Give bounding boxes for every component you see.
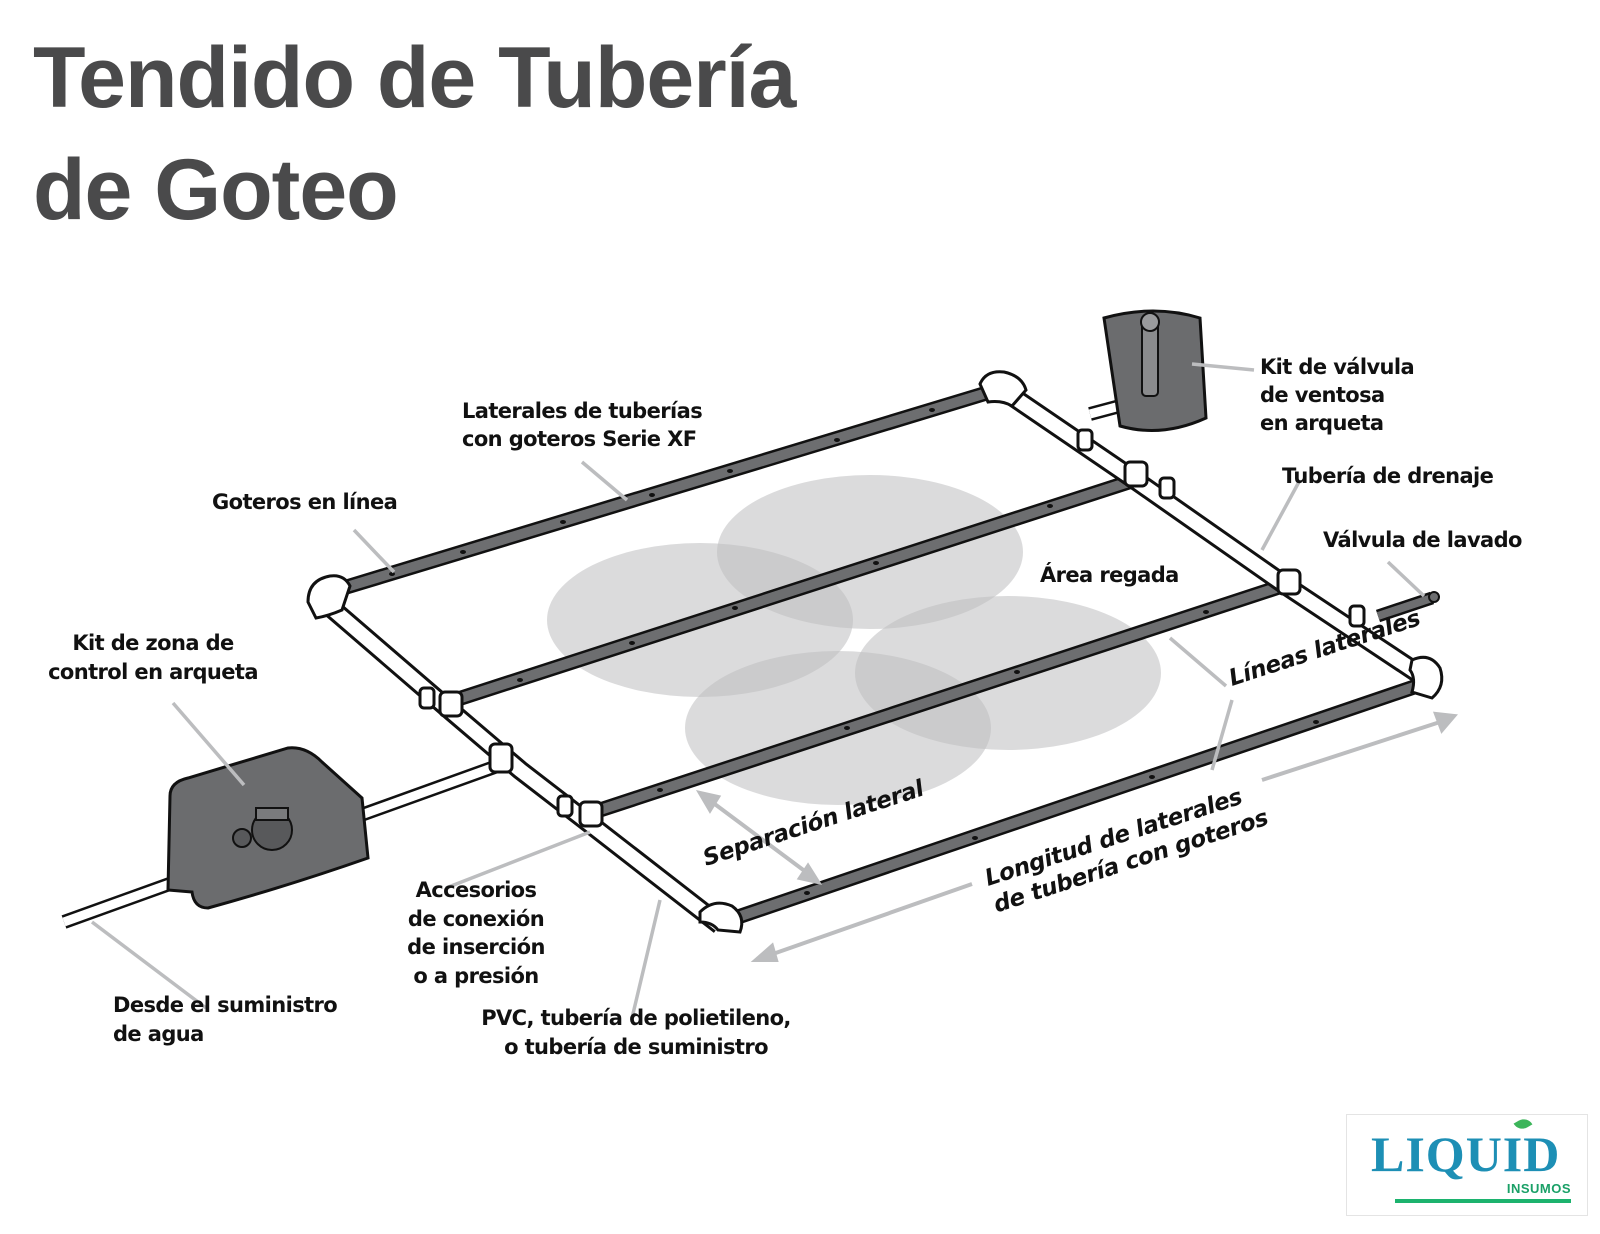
length-arrow-right [1261,720,1441,782]
control-zone-box [166,746,370,910]
coupling [556,794,574,818]
length-arrow-left [769,882,973,957]
brand-logo: LIQUID INSUMOS [1346,1114,1588,1216]
callout-area-regada: Área regada [1040,562,1179,587]
svg-text:Accesorios: Accesorios [416,878,537,902]
svg-text:de ventosa: de ventosa [1260,383,1385,407]
tee-fitting [578,800,604,828]
tee-fitting [488,742,514,774]
title-line-2: de Goteo [33,142,399,238]
coupling [418,686,436,710]
svg-text:de agua: de agua [113,1022,204,1046]
logo-subtitle: INSUMOS [1506,1181,1571,1196]
svg-text:o a presión: o a presión [413,964,538,988]
lateral-line-3 [597,577,1288,818]
elbow-fitting [1408,655,1444,700]
svg-text:Kit de válvula: Kit de válvula [1260,355,1414,379]
tee-fitting [438,690,464,718]
svg-text:Desde el suministro: Desde el suministro [113,993,337,1017]
leader-lines [90,362,1426,1019]
drain-header-pipe [994,379,1431,687]
callout-laterales-xf: Laterales de tuberías con goteros Serie … [462,399,703,451]
svg-text:de conexión: de conexión [408,907,544,931]
elbow-fitting [978,370,1028,408]
callout-kit-valvula-ventosa: Kit de válvula de ventosa en arqueta [1260,355,1415,435]
svg-text:Kit de zona de: Kit de zona de [72,631,234,655]
svg-text:de inserción: de inserción [407,935,545,959]
elbow-fitting [306,574,352,620]
svg-text:control en arqueta: control en arqueta [48,660,258,684]
callout-valvula-lavado: Válvula de lavado [1323,528,1522,552]
callout-pvc-tuberia: PVC, tubería de polietileno, o tubería d… [481,1006,791,1059]
air-relief-valve-box [1088,309,1208,432]
svg-text:con goteros Serie XF: con goteros Serie XF [462,427,696,451]
lateral-line-2 [452,472,1138,708]
logo-wordmark: LIQUID [1371,1126,1561,1182]
coupling [1158,476,1176,500]
lateral-lines [327,384,1423,926]
lateral-line-4 [732,677,1423,926]
tee-fitting [1276,568,1302,596]
callout-goteros-en-linea: Goteros en línea [212,490,397,514]
svg-text:o tubería de suministro: o tubería de suministro [504,1035,768,1059]
supply-header-pipe [315,592,727,933]
coupling [1076,428,1094,452]
svg-text:Laterales de tuberías: Laterales de tuberías [462,399,702,423]
logo-underline [1395,1199,1571,1203]
fittings [306,370,1444,934]
spacing-arrow [710,800,808,874]
elbow-fitting [698,901,744,934]
inline-emitters [389,408,1319,895]
title-line-1: Tendido de Tubería [33,30,796,126]
svg-text:PVC, tubería de polietileno,: PVC, tubería de polietileno, [481,1006,791,1030]
tee-fitting [1123,460,1149,488]
dimension-arrows [695,711,1458,962]
coupling [1348,604,1366,628]
page-title: Tendido de Tubería de Goteo [33,22,796,246]
callout-longitud-laterales: Longitud de laterales de tubería con got… [982,784,1272,918]
svg-text:en arqueta: en arqueta [1260,411,1383,435]
lateral-line-1 [327,384,993,600]
flush-valve [1375,591,1440,623]
callout-tuberia-drenaje: Tubería de drenaje [1282,464,1494,488]
callout-kit-zona-control: Kit de zona de control en arqueta [48,631,258,684]
callout-desde-suministro: Desde el suministro de agua [113,993,338,1046]
callout-accesorios: Accesorios de conexión de inserción o a … [407,878,545,988]
